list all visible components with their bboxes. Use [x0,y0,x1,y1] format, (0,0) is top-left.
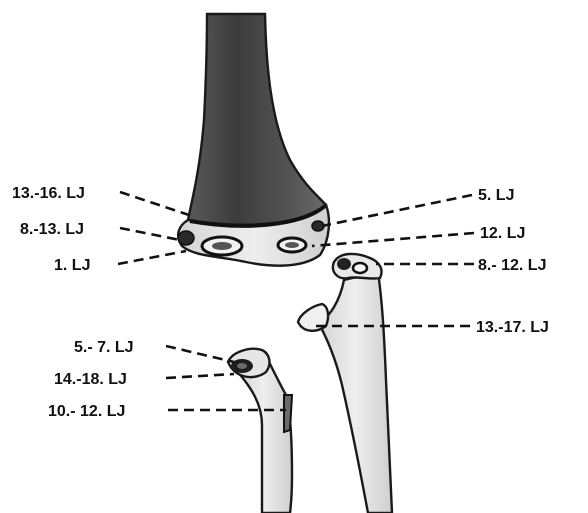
radius-tuberosity [284,395,292,432]
label-radius-head: 5.- 7. LJ [74,339,134,356]
label-humerus-lateral-epicondyle: 13.-16. LJ [12,185,85,202]
ulna-shaft [318,272,392,513]
label-humerus-capitulum: 8.-13. LJ [20,221,84,238]
label-humerus-medial-epicondyle: 1. LJ [54,257,90,274]
label-radius-tuberosity: 10.- 12. LJ [48,403,125,420]
humerus-shaft [188,14,326,225]
leader-radius-head [166,346,234,362]
leader-humerus-medial-epicondyle [118,251,186,264]
leader-humerus-capitulum [120,228,180,240]
ulna-olecranon-center [337,258,351,270]
label-ulna-olecranon-top: 8.- 12. LJ [478,257,546,274]
radius-shaft [236,364,292,513]
ossification-center-trochlea-core [212,242,232,250]
label-humerus-trochlea-medial: 5. LJ [478,187,514,204]
ulna-olecranon-center-2 [353,263,367,273]
label-radius-neck: 14.-18. LJ [54,371,127,388]
leader-humerus-lateral-epicondyle [120,192,192,216]
ossification-center-medial-epicondyle [178,231,194,245]
label-ulna-olecranon-apophysis: 13.-17. LJ [476,319,549,336]
radius-head-center-inner [237,363,247,369]
leader-radius-neck [166,374,234,378]
leader-humerus-trochlea-lateral [312,233,474,246]
label-humerus-trochlea-lateral: 12. LJ [480,225,525,242]
ossification-center-capitulum-core [285,242,299,248]
leader-humerus-trochlea-medial [322,195,472,226]
